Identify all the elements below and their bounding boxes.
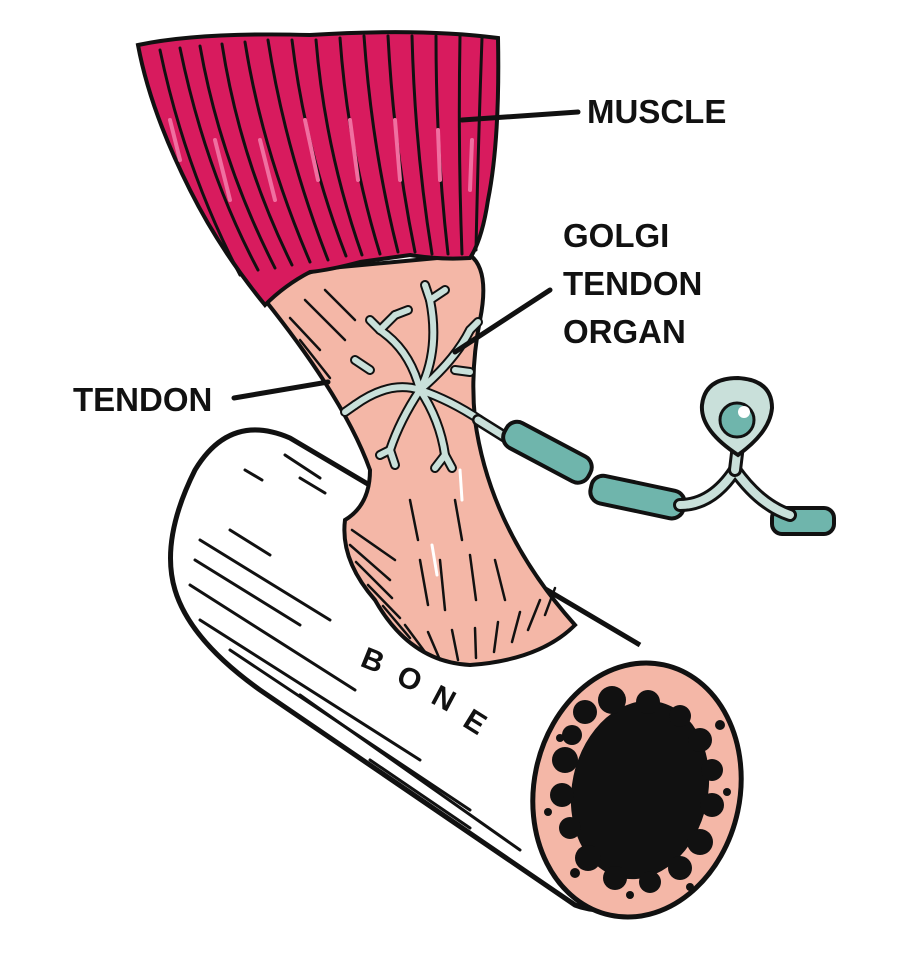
- tendon-leader: [231, 379, 331, 401]
- muscle: [135, 30, 501, 308]
- tendon-body: [262, 252, 578, 668]
- golgi-label-line-2: TENDON: [563, 265, 703, 302]
- sensory-neuron: [472, 375, 836, 536]
- bone: [168, 427, 744, 920]
- golgi-label-line-3: ORGAN: [563, 313, 686, 350]
- tendon-fibres: [288, 288, 557, 662]
- muscle-leader: [459, 109, 581, 123]
- muscle-label: MUSCLE: [587, 93, 727, 130]
- golgi-label-line-1: GOLGI: [563, 217, 670, 254]
- cell-nucleus: [718, 401, 756, 439]
- tendon-label: TENDON: [73, 381, 213, 418]
- muscle-highlights: [168, 118, 474, 202]
- leader-lines: [231, 109, 581, 401]
- bone-texture: [188, 453, 522, 852]
- tendon: [262, 252, 578, 668]
- bone-marrow: [544, 686, 731, 899]
- bone-shaft: [168, 427, 642, 913]
- golgi-tendon-organ: [340, 280, 485, 473]
- golgi-leader: [452, 287, 553, 355]
